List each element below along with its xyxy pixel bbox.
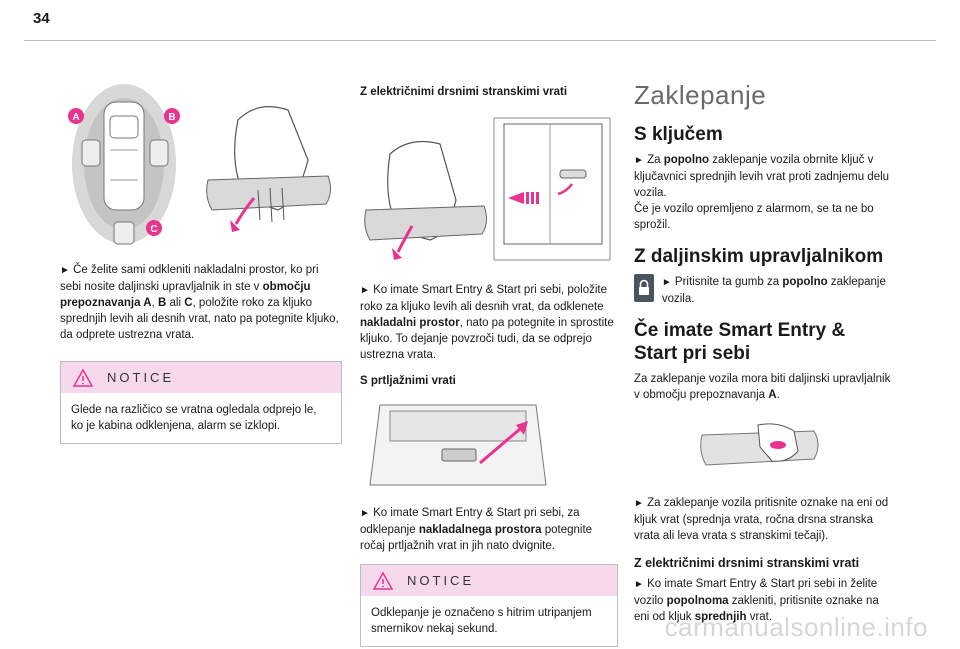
bullet-arrow-icon: ► [60,265,70,276]
heading-with-key: S ključem [634,124,723,145]
heading-remote-control: Z daljinskim upravljalnikom [634,246,884,267]
zone-a-marker [68,108,84,124]
illustrations-row: A B C [60,80,342,250]
notice-box: NOTICE Glede na različico se vratna ogle… [60,361,342,444]
smart-entry-lock-instruction: ► Za zaklepanje vozila pritisnite oznake… [634,497,889,542]
key-locking-text: ► Za popolno zaklepanje vozila obrnite k… [634,154,890,199]
bullet-arrow-icon: ► [634,498,644,509]
notice-title: NOTICE [107,370,175,385]
door-handle-touch-illustration [700,423,819,466]
col2-instruction-2: ► Ko imate Smart Entry & Start pri sebi,… [360,507,593,552]
bullet-arrow-icon: ► [360,508,370,519]
zone-b-marker [164,108,180,124]
heading-tailgate: S prtljažnimi vrati [360,375,456,387]
remote-lock-text: ► Pritisnite ta gumb za popolno zaklepan… [661,276,886,305]
bullet-arrow-icon: ► [661,277,672,288]
col2-instruction-1: ► Ko imate Smart Entry & Start pri sebi,… [360,284,614,361]
column-1: A B C ► Če želite sami odkleniti naklada… [60,80,342,444]
hand-door-handle-illustration [206,106,332,232]
notice-header: NOTICE [361,565,617,596]
watermark: carmanualsonline.info [664,612,928,642]
notice-box: NOTICE Odklepanje je označeno s hitrim u… [360,564,618,647]
electric-sliding-lock-text: ► Ko imate Smart Entry & Start pri sebi … [634,578,879,623]
zone-b-label: B [168,112,175,123]
alarm-note: Če je vozilo opremljeno z alarmom, se ta… [634,203,874,231]
bullet-arrow-icon: ► [360,285,370,296]
notice-header: NOTICE [61,362,341,393]
zone-c-marker [146,220,162,236]
smart-entry-requirement: Za zaklepanje vozila mora biti daljinski… [634,373,891,401]
column-3: Zaklepanje S ključem ► Za popolno zaklep… [634,80,896,625]
tailgate-illustration [360,399,556,491]
heading-sliding-doors: Z električnimi drsnimi stranskimi vrati [360,86,568,98]
heading-electric-sliding-doors: Z električnimi drsnimi stranskimi vrati [634,556,860,570]
heading-smart-entry: Če imate Smart Entry & Start pri sebi [634,320,846,364]
notice-title: NOTICE [407,573,475,588]
lock-button-icon [634,274,654,302]
warning-triangle-icon [373,571,393,590]
page-title: Zaklepanje [634,80,767,110]
bullet-arrow-icon: ► [634,155,644,166]
detection-zone-diagram: A B C [68,84,180,245]
top-rule [24,40,936,41]
zone-c-label: C [150,224,157,235]
hand-sliding-door-handle-illustration [364,141,488,260]
sliding-door-van-illustration [493,117,611,261]
remote-lock-row: ► Pritisnite ta gumb za popolno zaklepan… [634,274,896,307]
column-2: Z električnimi drsnimi stranskimi vrati … [360,86,618,647]
col1-instruction: ► Če želite sami odkleniti nakladalni pr… [60,264,339,341]
notice-text: Odklepanje je označeno s hitrim utripanj… [371,607,592,635]
page-number: 34 [33,10,50,27]
sliding-door-illustrations [360,114,618,264]
warning-triangle-icon [73,368,93,387]
zone-a-label: A [72,112,79,123]
notice-text: Glede na različico se vratna ogledala od… [71,404,317,432]
bullet-arrow-icon: ► [634,579,644,590]
